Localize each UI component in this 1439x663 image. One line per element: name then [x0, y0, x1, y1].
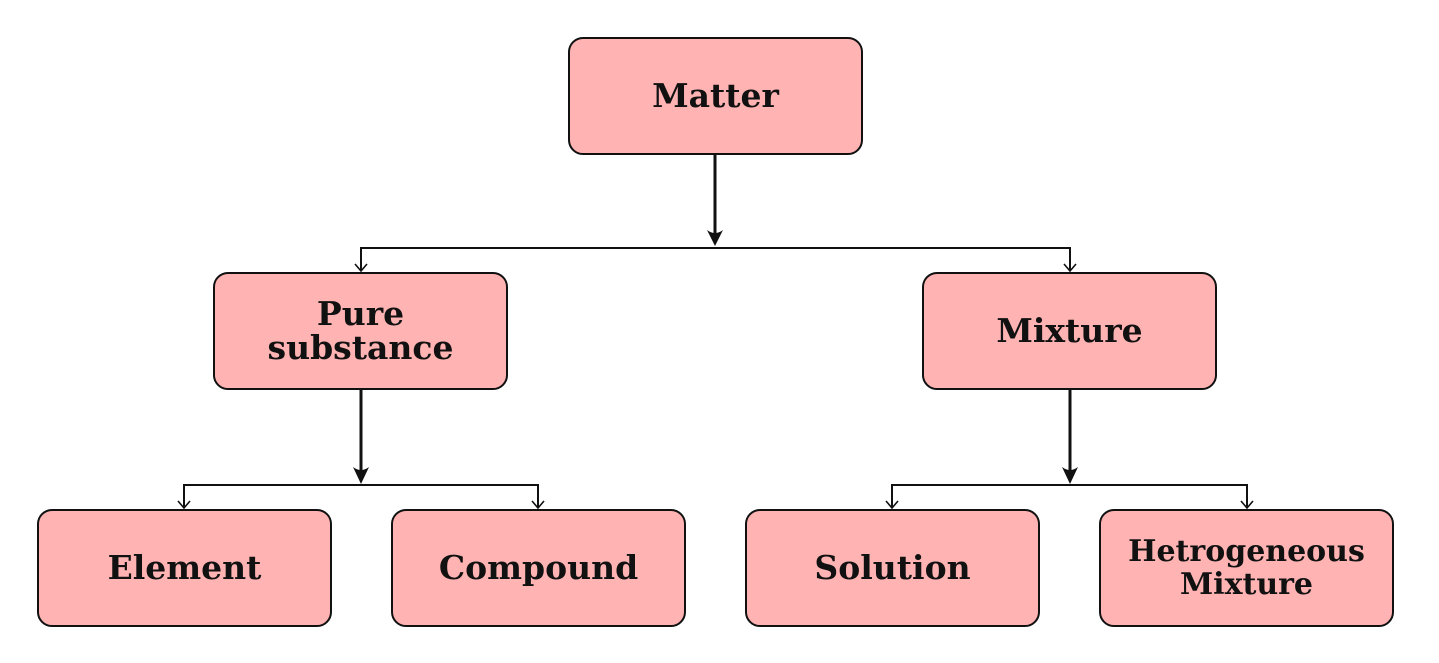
- node-pure-substance: Pure substance: [213, 272, 508, 390]
- connector-matter-branches: [354, 247, 1077, 273]
- connector-pure-branches: [177, 484, 545, 510]
- connector-mixture-trunk: [1062, 390, 1078, 484]
- node-compound: Compound: [391, 509, 686, 627]
- connector-pure-trunk: [353, 390, 369, 484]
- connector-mixture-branches: [885, 484, 1254, 510]
- connector-matter-trunk: [707, 155, 723, 246]
- node-matter: Matter: [568, 37, 863, 155]
- node-heterogeneous-mixture: Hetrogeneous Mixture: [1099, 509, 1394, 627]
- node-element: Element: [37, 509, 332, 627]
- node-mixture: Mixture: [922, 272, 1217, 390]
- node-solution: Solution: [745, 509, 1040, 627]
